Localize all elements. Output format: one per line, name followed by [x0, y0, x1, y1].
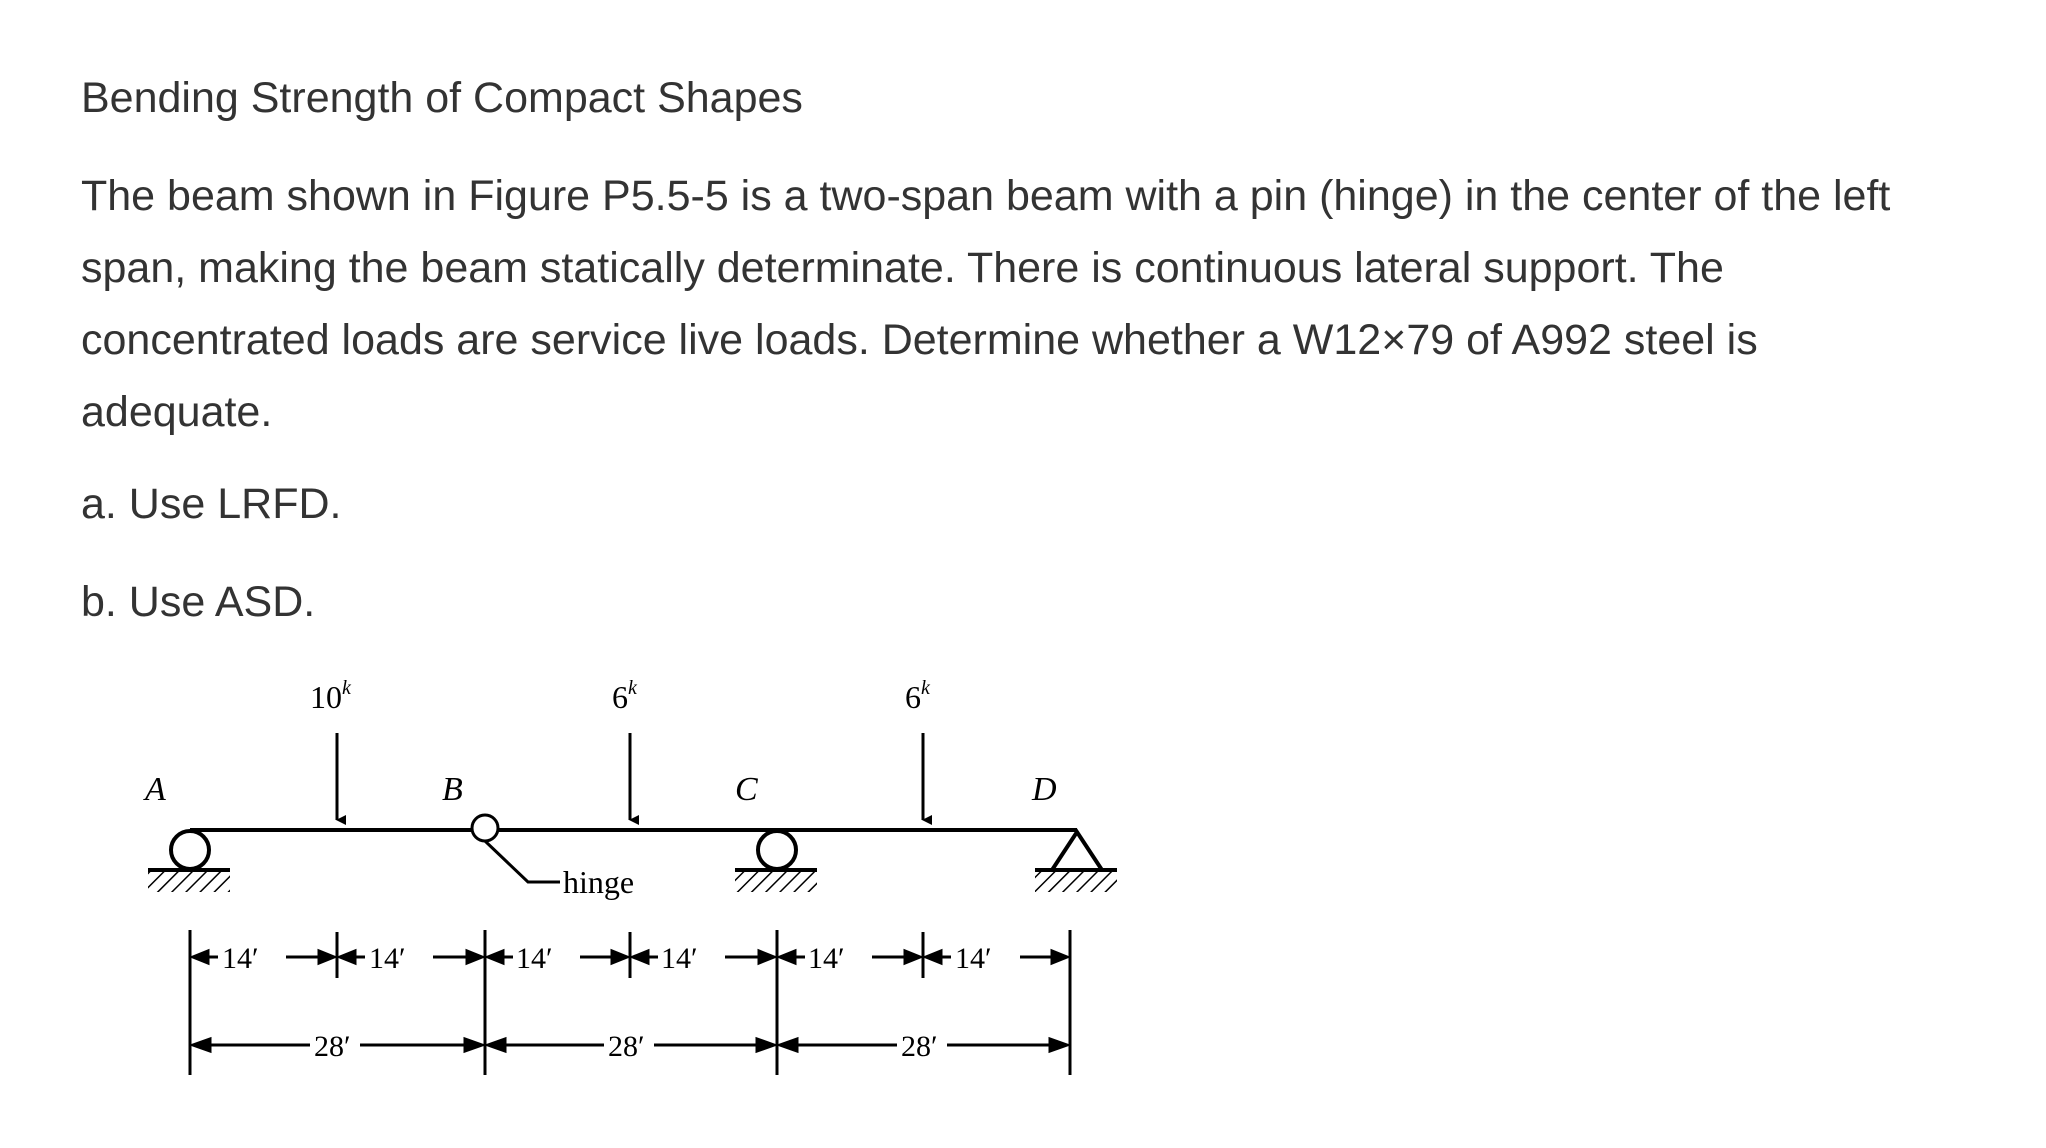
problem-statement: The beam shown in Figure P5.5-5 is a two… — [81, 160, 1890, 448]
point-label-b: B — [442, 771, 463, 808]
part-a: a. Use LRFD. — [81, 480, 342, 528]
dim-28-2 — [483, 1036, 779, 1054]
dim-28-3 — [775, 1036, 1072, 1054]
dim-14-5 — [775, 948, 925, 966]
load-unit-2: k — [628, 677, 638, 699]
half-span-label-3: 14′ — [516, 942, 553, 975]
dim-14-3 — [483, 948, 632, 966]
full-span-label-1: 28′ — [314, 1030, 351, 1063]
load-value-2: 6 — [612, 679, 628, 715]
load-unit-3: k — [921, 677, 931, 699]
dim-14-4 — [628, 948, 779, 966]
problem-line-4: adequate. — [81, 388, 273, 436]
hinge-b — [470, 813, 560, 884]
problem-line-2: span, making the beam statically determi… — [81, 244, 1724, 292]
half-span-dimensions — [188, 948, 1072, 966]
hinge-label: hinge — [563, 864, 634, 900]
problem-line-1: The beam shown in Figure P5.5-5 is a two… — [81, 172, 1891, 220]
half-span-label-4: 14′ — [661, 942, 698, 975]
dim-14-2 — [335, 948, 487, 966]
load-value-3: 6 — [905, 679, 921, 715]
load-value-1: 10 — [310, 679, 342, 715]
part-b: b. Use ASD. — [81, 578, 316, 626]
load-label-1: 10k — [310, 677, 352, 715]
load-unit-1: k — [342, 677, 352, 699]
full-span-label-3: 28′ — [901, 1030, 938, 1063]
half-span-label-5: 14′ — [808, 942, 845, 975]
beam-figure: A B C D hinge — [120, 660, 1180, 1100]
dim-28-1 — [188, 1036, 487, 1054]
full-span-label-2: 28′ — [608, 1030, 645, 1063]
roller-support-c — [735, 829, 817, 892]
half-span-label-1: 14′ — [222, 942, 259, 975]
dimension-extension-lines — [188, 930, 1072, 1075]
point-label-a: A — [143, 771, 166, 808]
dim-14-6 — [921, 948, 1072, 966]
half-span-label-6: 14′ — [955, 942, 992, 975]
dim-14-1 — [188, 948, 339, 966]
roller-support-a — [148, 829, 230, 892]
point-label-c: C — [735, 771, 758, 808]
half-span-label-2: 14′ — [369, 942, 406, 975]
problem-line-3: concentrated loads are service live load… — [81, 316, 1758, 364]
page-title: Bending Strength of Compact Shapes — [81, 74, 803, 122]
full-span-dimensions — [188, 1036, 1072, 1054]
beam-diagram-svg: A B C D hinge — [143, 677, 1117, 1075]
point-label-d: D — [1031, 771, 1057, 808]
pin-support-d — [1035, 828, 1117, 892]
load-label-2: 6k — [612, 677, 638, 715]
load-label-3: 6k — [905, 677, 931, 715]
